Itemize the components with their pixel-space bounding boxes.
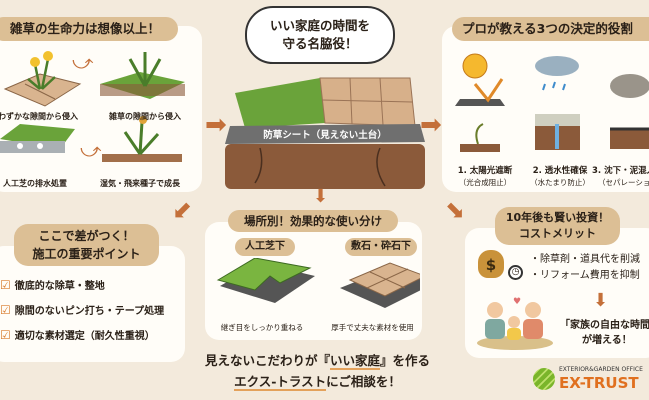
roles-illustrations xyxy=(455,53,649,152)
point-text: 隙間のないピン打ち・テープ処理 xyxy=(14,306,165,317)
logo: EXTERIOR&GARDEN OFFICE EX-TRUST xyxy=(533,366,643,392)
weed-caption: 湿気・飛来種子で成長 xyxy=(100,179,180,188)
footer-emphasis: いい家庭 xyxy=(329,353,380,370)
water-permeable-icon xyxy=(535,56,580,150)
checkbox-icon: ☑ xyxy=(0,277,11,292)
logo-tagline: EXTERIOR&GARDEN OFFICE xyxy=(559,366,643,373)
cost-title-line1: 10年後も賢い投資！ xyxy=(505,211,610,224)
logo-text: EXTERIOR&GARDEN OFFICE EX-TRUST xyxy=(559,366,643,392)
weed-caption: 人工芝の排水処置 xyxy=(3,179,67,188)
arrow-down-icon: ⬇ xyxy=(313,186,329,207)
role-sub: （水たまり防止） xyxy=(530,178,590,187)
point-item: ☑隙間のないピン打ち・テープ処理 xyxy=(0,302,165,318)
curve-arrow-icon: ⤻ xyxy=(80,138,102,162)
logo-name: EX-TRUST xyxy=(559,374,639,392)
turf-overlap-icon xyxy=(216,258,315,303)
turf-weed-icon xyxy=(100,52,185,99)
paving-stones-icon xyxy=(340,262,420,308)
curve-arrow-icon: ⤻ xyxy=(72,50,94,74)
arrow-down-left-icon: ⬋ xyxy=(172,196,193,224)
separation-icon xyxy=(610,74,649,149)
sun-block-icon xyxy=(455,53,505,152)
turf-drainage-icon xyxy=(0,124,75,153)
role-sub: （光合成阻止） xyxy=(458,178,512,187)
footer-line1: 見えないこだわりが『いい家庭』を作る xyxy=(195,350,440,370)
role-label: 2. 透水性確保 xyxy=(532,166,588,176)
point-item: ☑徹底的な除草・整地 xyxy=(0,277,105,293)
usage-right-label: 敷石・砕石下 xyxy=(345,238,417,256)
point-item: ☑適切な素材選定（耐久性重視） xyxy=(0,327,155,343)
cost-result: 「家族の自由な時間 が増える！ xyxy=(560,318,649,348)
footer-line2: エクス-トラストにご相談を！ xyxy=(195,371,440,391)
speech-bubble: いい家庭の時間を 守る名脇役！ xyxy=(245,6,395,64)
role-sub: （セパレーション xyxy=(598,178,649,187)
cost-bullet: ・除草剤・道具代を削減 xyxy=(530,254,640,265)
cost-result-line2: が増える！ xyxy=(582,335,632,346)
usage-left-label: 人工芝下 xyxy=(235,238,295,256)
arrow-right-icon: ➡ xyxy=(420,110,442,140)
usage-left-caption: 継ぎ目をしっかり重ねる xyxy=(220,323,304,332)
arrow-down-icon: ⬇ xyxy=(593,290,609,311)
usage-right-caption: 厚手で丈夫な素材を使用 xyxy=(331,323,414,332)
cost-bullet: ・リフォーム費用を抑制 xyxy=(530,270,640,281)
cost-title: 10年後も賢い投資！ コストメリット xyxy=(495,207,620,245)
usage-title: 場所別！効果的な使い分け xyxy=(228,210,398,232)
clock-icon: ◷ xyxy=(508,265,523,280)
point-text: 適切な素材選定（耐久性重視） xyxy=(14,331,155,342)
weed-illustrations xyxy=(0,51,185,162)
money-bag-icon: $ xyxy=(478,250,504,278)
points-title-line1: ここで差がつく！ xyxy=(38,229,135,243)
footer-emphasis: エクス-トラスト xyxy=(234,374,327,391)
weeds-panel xyxy=(0,26,202,192)
role-label: 3. 沈下・泥混入 xyxy=(592,166,649,176)
sheet-label: 防草シート（見えない土台） xyxy=(263,130,387,141)
cost-result-line1: 「家族の自由な時間 xyxy=(560,320,649,331)
roles-title: プロが教える3つの決定的役割 xyxy=(452,17,649,41)
footer-text: 見えないこだわりが『 xyxy=(204,353,330,368)
points-title-line2: 施工の重要ポイント xyxy=(32,247,141,261)
logo-globe-icon xyxy=(533,368,555,390)
footer-text: にご相談を！ xyxy=(326,374,401,389)
checkbox-icon: ☑ xyxy=(0,302,11,317)
point-text: 徹底的な除草・整地 xyxy=(14,281,105,292)
weeds-title: 雑草の生命力は想像以上！ xyxy=(0,17,178,41)
ground-cross-section xyxy=(225,77,425,189)
soil-weed-icon xyxy=(102,116,182,162)
points-title: ここで差がつく！ 施工の重要ポイント xyxy=(14,224,159,266)
weed-caption: わずかな隙間から侵入 xyxy=(0,112,78,121)
arrow-down-right-icon: ⬊ xyxy=(445,196,466,224)
svg-text:♥: ♥ xyxy=(513,297,521,307)
usage-illustrations xyxy=(216,258,420,308)
role-label: 1. 太陽光遮断 xyxy=(457,166,513,176)
arrow-right-icon: ➡ xyxy=(205,110,227,140)
weed-caption: 雑草の隙間から侵入 xyxy=(109,112,181,121)
family-illustration: ♥ xyxy=(477,297,553,350)
paving-weed-icon xyxy=(3,51,82,107)
checkbox-icon: ☑ xyxy=(0,327,11,342)
cost-bullets: ・除草剤・道具代を削減 ・リフォーム費用を抑制 xyxy=(530,252,640,284)
footer-text: 』を作る xyxy=(380,353,431,368)
cost-title-line2: コストメリット xyxy=(519,227,596,240)
